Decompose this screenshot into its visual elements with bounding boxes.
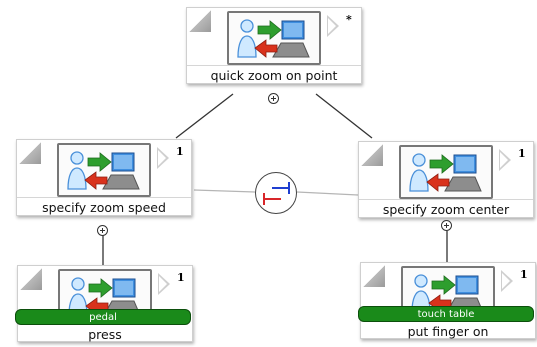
collapse-corner-icon[interactable]	[363, 265, 385, 287]
decompose-plus-icon[interactable]	[268, 93, 279, 104]
decompose-plus-icon[interactable]	[441, 220, 452, 231]
iteration-marker: 1	[176, 145, 184, 158]
task-press[interactable]: 1 press pedal	[15, 265, 193, 342]
expand-triangle-icon[interactable]	[499, 149, 511, 171]
collapse-corner-icon[interactable]	[20, 268, 42, 290]
expand-triangle-icon[interactable]	[501, 270, 513, 292]
concurrency-operator-icon[interactable]	[255, 172, 297, 214]
expand-triangle-icon[interactable]	[157, 147, 169, 169]
iteration-marker: 1	[177, 271, 185, 284]
task-label: specify zoom center	[359, 199, 533, 219]
task-label: quick zoom on point	[187, 65, 361, 85]
task-quick-zoom-on-point[interactable]: * quick zoom on point	[186, 7, 362, 84]
task-put-finger-on[interactable]: 1 put finger on touch table	[358, 262, 536, 339]
task-label: press	[88, 327, 122, 342]
task-specify-zoom-center[interactable]: 1 specify zoom center	[358, 141, 534, 218]
interaction-task-icon	[399, 145, 493, 199]
expand-triangle-icon[interactable]	[158, 273, 170, 295]
collapse-corner-icon[interactable]	[189, 10, 211, 32]
collapse-corner-icon[interactable]	[19, 142, 41, 164]
iteration-marker: *	[346, 13, 352, 26]
task-label: specify zoom speed	[17, 197, 191, 217]
task-specify-zoom-speed[interactable]: 1 specify zoom speed	[16, 139, 192, 216]
collapse-corner-icon[interactable]	[361, 144, 383, 166]
decompose-plus-icon[interactable]	[97, 225, 108, 236]
expand-triangle-icon[interactable]	[327, 15, 339, 37]
interaction-task-icon	[57, 143, 151, 197]
iteration-marker: 1	[518, 147, 526, 160]
iteration-marker: 1	[520, 268, 528, 281]
device-bar-touch-table: touch table	[358, 306, 534, 322]
interaction-task-icon	[227, 11, 321, 65]
device-bar-pedal: pedal	[15, 309, 191, 325]
task-label: put finger on	[407, 324, 489, 339]
